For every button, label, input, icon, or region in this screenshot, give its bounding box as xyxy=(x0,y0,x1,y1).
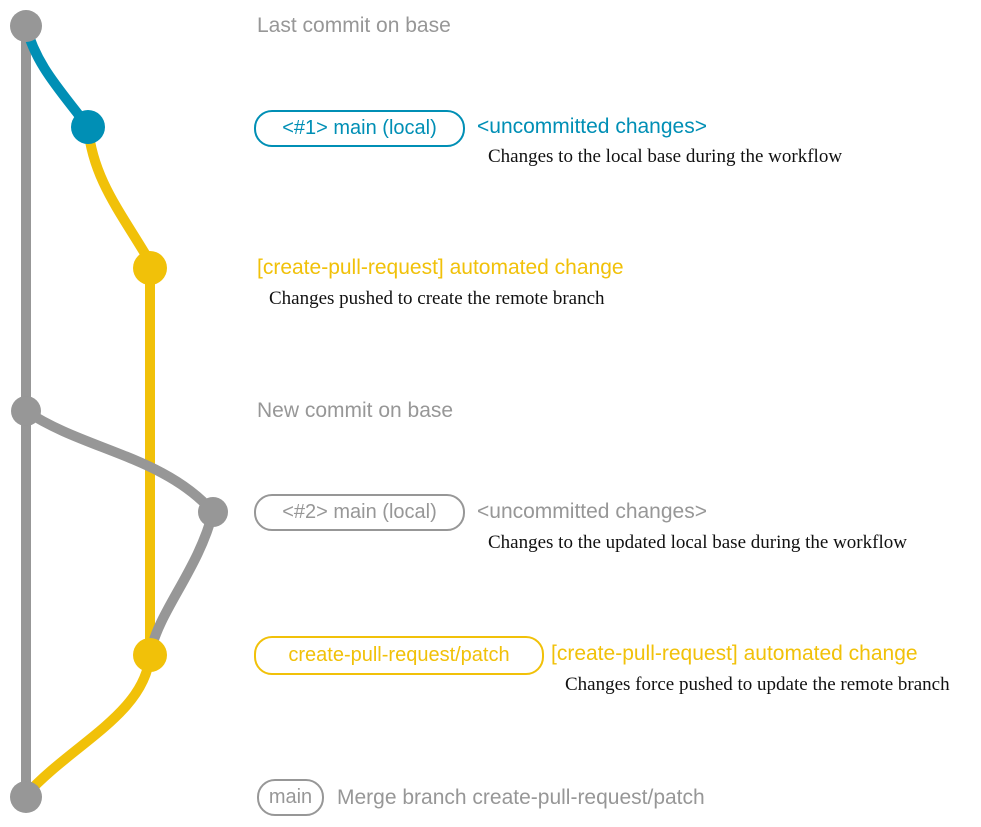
updated-base-branch-out-line xyxy=(21,406,218,517)
branch-tag-main-local-1: <#1> main (local) xyxy=(254,110,465,147)
branch-tag-main-local-1-label: <#1> main (local) xyxy=(282,117,437,139)
commit-message-merge: Merge branch create-pull-request/patch xyxy=(337,786,705,809)
commit-dot-automated-2 xyxy=(133,638,167,672)
branch-tag-main: main xyxy=(257,779,324,816)
patch-branch-merge-line xyxy=(21,650,155,800)
local-main-branch-line xyxy=(21,21,93,132)
branch-tag-main-local-2: <#2> main (local) xyxy=(254,494,465,531)
annotation-force-pushed: Changes force pushed to update the remot… xyxy=(565,674,950,695)
commit-dot-merge xyxy=(10,781,42,813)
commit-dot-automated-1 xyxy=(133,251,167,285)
commit-dot-last-base xyxy=(10,10,42,42)
commit-message-uncommitted-2: <uncommitted changes> xyxy=(477,500,707,523)
patch-branch-out-line xyxy=(83,122,155,660)
branch-tag-main-local-2-label: <#2> main (local) xyxy=(282,501,437,523)
commit-dot-uncommitted-2 xyxy=(198,497,228,527)
commit-dot-new-base xyxy=(11,396,41,426)
branch-tag-main-label: main xyxy=(268,786,313,808)
commit-message-uncommitted-1: <uncommitted changes> xyxy=(477,115,707,138)
commit-dot-uncommitted-1 xyxy=(71,110,105,144)
annotation-local-base: Changes to the local base during the wor… xyxy=(488,146,843,167)
branch-tag-patch-label: create-pull-request/patch xyxy=(288,644,510,666)
commit-message-new-base: New commit on base xyxy=(257,399,454,422)
commit-message-automated-1: [create-pull-request] automated change xyxy=(257,256,624,279)
branch-tag-patch: create-pull-request/patch xyxy=(254,636,544,675)
commit-message-last-base: Last commit on base xyxy=(257,14,451,37)
updated-base-to-patch-line xyxy=(146,507,218,655)
commit-message-automated-2: [create-pull-request] automated change xyxy=(551,642,918,665)
annotation-updated-base: Changes to the updated local base during… xyxy=(488,532,907,553)
annotation-pushed-create: Changes pushed to create the remote bran… xyxy=(269,288,605,309)
